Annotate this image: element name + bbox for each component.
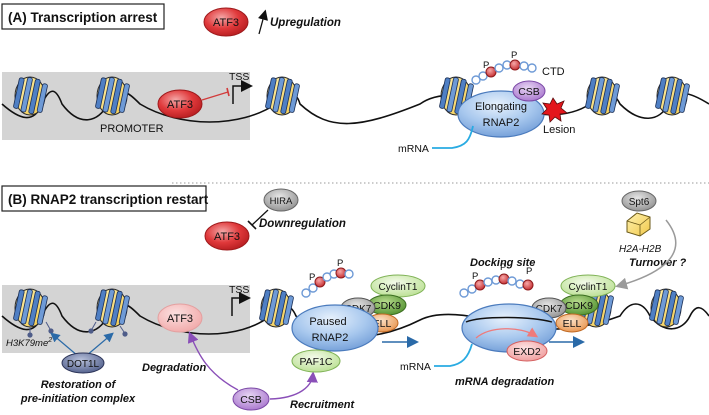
mrna-strand-b	[434, 343, 473, 367]
rnap2-paused	[291, 304, 379, 352]
p-label-b-left-1: P	[309, 272, 315, 283]
tss-label-a: TSS	[229, 71, 249, 83]
mrna-label-b: mRNA	[400, 361, 431, 373]
atf3-downregulated	[204, 221, 250, 251]
p-label-b-left-2: P	[337, 258, 343, 269]
dna-strand-a	[1, 90, 709, 125]
dot1l-arrow-left	[50, 332, 79, 357]
mrna-strand-a	[432, 125, 474, 149]
hira	[263, 188, 299, 212]
hira-inhibition-line	[251, 209, 269, 226]
restoration-line-2: pre-initiation complex	[20, 393, 136, 405]
atf3-degraded	[157, 303, 203, 333]
h3k79-methyl-marks	[27, 321, 128, 338]
downregulation-label: Downregulation	[259, 218, 346, 230]
p-label-a1: P	[483, 60, 489, 71]
cyclint1-right-label: CyclinT1	[569, 282, 608, 293]
recruitment-label: Recruitment	[290, 399, 356, 411]
ell-right-label: ELL	[563, 318, 582, 330]
paused-label: Paused	[309, 316, 346, 328]
panel-b: (B) RNAP2 transcription restart HIRA ATF…	[1, 185, 709, 411]
mrna-label-a: mRNA	[398, 143, 429, 155]
nucleosome-b3	[258, 288, 295, 328]
lesion-label: Lesion	[543, 124, 575, 136]
cdk9-left-label: CDK9	[373, 300, 401, 312]
tss-arrow-b	[231, 292, 251, 316]
cdk7-right-label: CDK7	[536, 304, 563, 315]
paf1c-label: PAF1C	[299, 356, 332, 368]
ctd-chain-b-left	[301, 267, 354, 298]
dot1l-arrow-right	[85, 332, 114, 357]
lesion-icon	[541, 97, 568, 123]
elongating-label: Elongating	[475, 101, 527, 113]
atf3-upregulated-label: ATF3	[213, 17, 239, 29]
tss-arrow-a	[232, 80, 253, 104]
docking-site-label: Docking site	[470, 257, 535, 269]
atf3-inhibition-bar	[226, 87, 230, 97]
csb-bound-label: CSB	[518, 86, 540, 98]
cdk9-right-label: CDK9	[565, 300, 593, 312]
rnap2-label-b: RNAP2	[312, 332, 349, 344]
hira-label: HIRA	[270, 196, 293, 207]
exd2-activity-arrow	[475, 327, 539, 339]
csb-free-label: CSB	[240, 394, 262, 406]
cyclint1-left-label: CyclinT1	[379, 282, 418, 293]
ell-right	[555, 313, 589, 333]
dot1l	[61, 352, 105, 374]
atf3-degraded-label: ATF3	[167, 313, 193, 325]
spt6-label: Spt6	[629, 197, 650, 208]
p-label-b-right-1: P	[472, 271, 478, 282]
panel-a-heading-box	[1, 3, 165, 30]
rnap2-label-a: RNAP2	[483, 117, 520, 129]
h2a-h2b-label: H2A-H2B	[619, 244, 662, 255]
nucleosome-a5	[584, 76, 621, 116]
atf3-inhibition-line	[201, 91, 229, 101]
panel-a-heading: (A) Transcription arrest	[8, 10, 158, 25]
hira-inhibition-bar	[247, 220, 257, 230]
paf1c	[291, 349, 341, 373]
recruitment-arrow	[269, 371, 318, 400]
turnover-label: Turnover ?	[629, 257, 687, 269]
atf3-upregulated	[203, 7, 249, 37]
restoration-line-1: Restoration of	[41, 379, 117, 391]
h3k79-label: H3K79me2	[6, 337, 52, 349]
dna-through-rnap2	[465, 316, 553, 323]
csb-bound	[512, 80, 546, 102]
exd2-label: EXD2	[513, 346, 541, 358]
exd2	[506, 340, 548, 362]
p-label-a2: P	[511, 50, 517, 61]
panel-b-heading: (B) RNAP2 transcription restart	[8, 192, 209, 207]
spt6	[621, 190, 657, 212]
degradation-arrow	[187, 331, 239, 391]
atf3-promoter	[157, 89, 203, 119]
atf3-promoter-label: ATF3	[167, 99, 193, 111]
nucleosome-a3	[264, 76, 301, 116]
turnover-arrow	[615, 219, 677, 290]
atf3-downregulated-label: ATF3	[214, 231, 240, 243]
ctd-label: CTD	[542, 66, 565, 78]
ctd-chain-b-right	[459, 273, 534, 298]
csb-free	[232, 387, 270, 411]
panel-b-heading-box	[1, 185, 207, 212]
mrna-degradation-label: mRNA degradation	[455, 376, 554, 388]
degradation-label: Degradation	[142, 362, 206, 374]
p-label-b-right-2: P	[500, 262, 506, 273]
ctd-chain-a	[471, 59, 537, 85]
panel-a: (A) Transcription arrest ATF3 Upregulati…	[1, 3, 709, 155]
promoter-label: PROMOTER	[100, 123, 164, 135]
nucleosome-a6	[654, 76, 691, 116]
upregulation-arrow	[257, 9, 268, 35]
tss-label-b: TSS	[229, 284, 249, 296]
p-label-b-right-3: P	[526, 266, 532, 277]
upregulation-label: Upregulation	[270, 17, 341, 29]
dot1l-label: DOT1L	[67, 359, 100, 370]
